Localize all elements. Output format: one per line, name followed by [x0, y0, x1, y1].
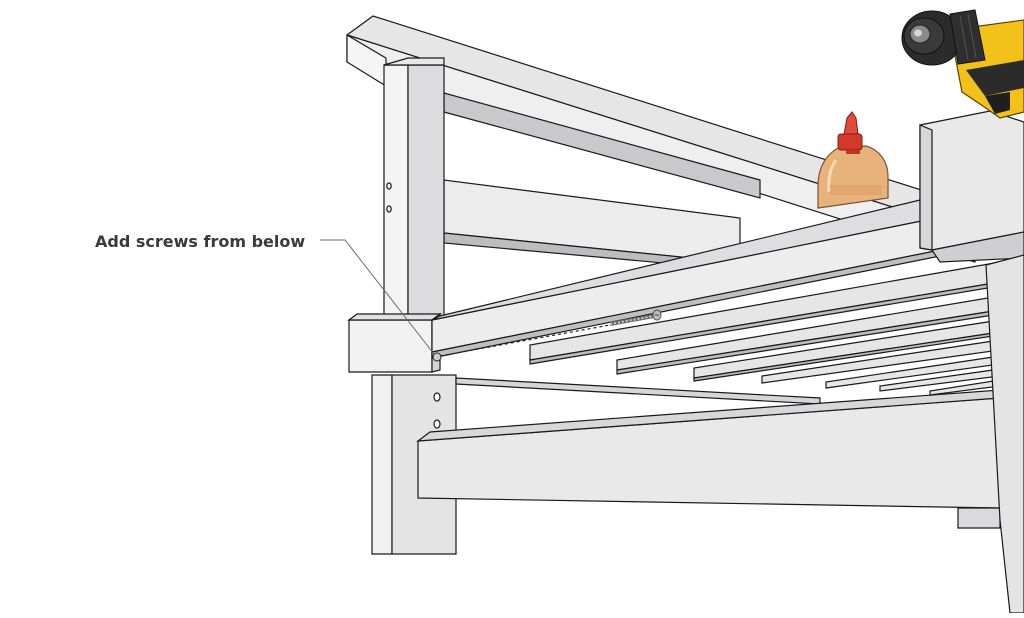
back-left-post — [383, 57, 445, 317]
callout-leader-line — [320, 239, 435, 355]
screw-path-dashed — [439, 324, 611, 357]
screw-hole — [432, 352, 442, 362]
front-stretcher — [416, 389, 1001, 529]
callout-label: Add screws from below — [95, 232, 306, 251]
wood-glue-bottle-icon — [817, 111, 889, 209]
seat-side-block — [347, 312, 442, 373]
seat-slats — [431, 199, 1001, 396]
wood-screw-icon — [609, 309, 662, 326]
cordless-drill-icon — [901, 9, 1024, 119]
right-arm-block — [919, 110, 1024, 614]
